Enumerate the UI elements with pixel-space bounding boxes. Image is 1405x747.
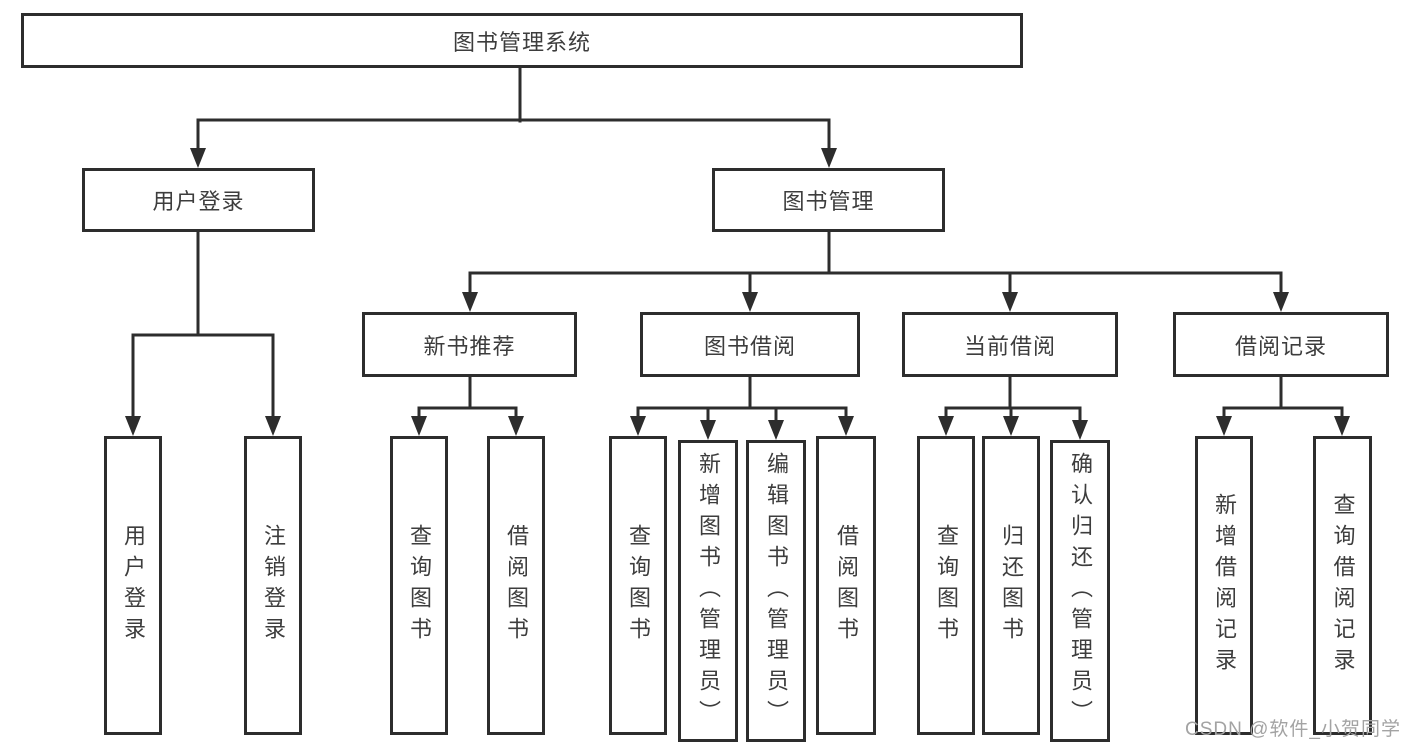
node-book-management: 图书管理 [712,168,945,232]
connector-user-login-branch [125,230,281,436]
node-new-book-recommendation: 新书推荐 [362,312,577,377]
node-current-borrowing: 当前借阅 [902,312,1118,377]
node-query-borrow-record: 查询借阅记录 [1313,436,1372,735]
connector-new-book-recommendation-branch [411,375,524,436]
node-user-login: 用户登录 [82,168,315,232]
node-query-books-borrowing: 查询图书 [609,436,667,735]
node-borrow-books-recommendation: 借阅图书 [487,436,545,735]
node-query-books-recommendation: 查询图书 [390,436,448,735]
node-edit-books-admin: 编辑图书（管理员） [746,440,806,742]
node-user-login-action: 用户登录 [104,436,162,735]
node-confirm-return-admin: 确认归还（管理员） [1050,440,1110,742]
node-borrow-books-borrowing: 借阅图书 [816,436,876,735]
connector-current-borrowing-branch [938,375,1088,440]
node-query-books-current: 查询图书 [917,436,975,735]
node-borrowing-records: 借阅记录 [1173,312,1389,377]
connector-book-borrowing-branch [630,375,854,440]
connector-borrowing-records-branch [1216,375,1350,436]
node-library-management-system: 图书管理系统 [21,13,1023,68]
node-add-books-admin: 新增图书（管理员） [678,440,738,742]
node-book-borrowing: 图书借阅 [640,312,860,377]
connector-root-to-level2 [190,66,837,168]
node-add-borrow-record: 新增借阅记录 [1195,436,1253,735]
node-return-books: 归还图书 [982,436,1040,735]
connector-book-management-branch [462,230,1289,312]
node-logout-action: 注销登录 [244,436,302,735]
csdn-watermark: CSDN @软件_小贺同学 [1185,719,1401,740]
